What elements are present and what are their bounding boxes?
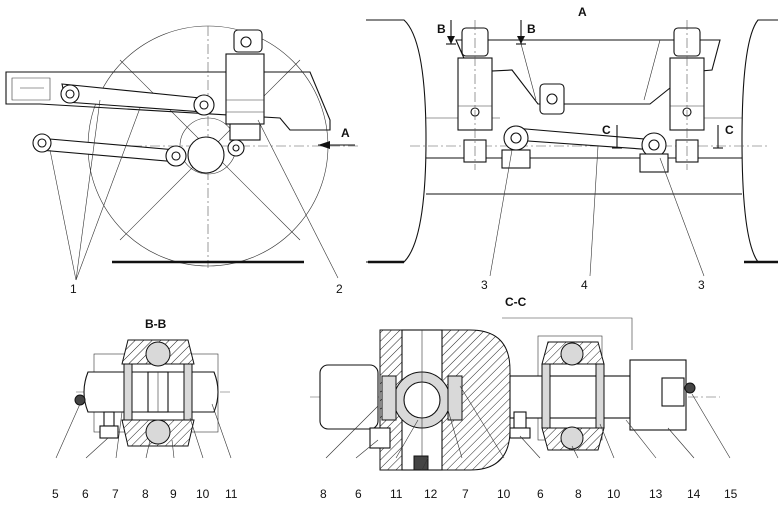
callout-cc-6a: 6	[355, 487, 362, 501]
callout-bb-11: 11	[225, 487, 238, 501]
callout-2: 2	[336, 282, 343, 296]
cc-bolt-left	[369, 427, 391, 449]
callout-cc-8b: 8	[575, 487, 582, 501]
cc-rod	[509, 375, 631, 419]
axle-beam	[426, 157, 742, 195]
left-wheel	[366, 19, 427, 263]
lower-link	[37, 137, 179, 163]
right-shock	[669, 20, 705, 170]
transverse-rod	[513, 127, 657, 151]
arrow-a-label: A	[341, 126, 350, 140]
upper-link	[61, 83, 205, 113]
shock-absorber	[225, 29, 265, 157]
right-wheel	[741, 19, 778, 263]
cc-bolt-right	[509, 427, 531, 439]
left-shock	[457, 20, 493, 170]
callout-cc-15: 15	[724, 487, 738, 501]
cut-b-right: B	[527, 22, 536, 36]
view-a: A	[366, 5, 778, 292]
callout-bb-5: 5	[52, 487, 59, 501]
view-a-title: A	[578, 5, 587, 19]
cut-c-right: C	[725, 123, 734, 137]
section-bb: B-B 5 6 7 8 9 10 11	[52, 317, 238, 501]
section-bb-title: B-B	[145, 317, 167, 331]
callout-cc-11: 11	[390, 487, 403, 501]
callout-bb-9: 9	[170, 487, 177, 501]
section-cc: C-C	[310, 295, 738, 501]
callout-cc-10a: 10	[497, 487, 511, 501]
callout-4: 4	[581, 278, 588, 292]
bb-bolt	[99, 425, 119, 439]
cc-nut	[413, 455, 429, 471]
cut-b-left: B	[437, 22, 446, 36]
side-view: A 1 2	[5, 25, 360, 296]
callout-cc-10b: 10	[607, 487, 621, 501]
callout-cc-6b: 6	[537, 487, 544, 501]
callout-cc-8a: 8	[320, 487, 327, 501]
callout-cc-13: 13	[649, 487, 663, 501]
callout-1: 1	[70, 282, 77, 296]
bb-grease-nipple	[74, 394, 86, 406]
callout-3-left: 3	[481, 278, 488, 292]
callout-cc-12: 12	[424, 487, 438, 501]
callout-bb-7: 7	[112, 487, 119, 501]
callout-cc-14: 14	[687, 487, 701, 501]
center-bracket	[539, 83, 565, 115]
frame-rail	[5, 71, 331, 131]
callout-bb-10: 10	[196, 487, 210, 501]
callout-bb-6: 6	[82, 487, 89, 501]
callout-cc-7: 7	[462, 487, 469, 501]
cc-stub	[319, 364, 379, 430]
cut-c-left: C	[602, 123, 611, 137]
callout-bb-8: 8	[142, 487, 149, 501]
callout-3-right: 3	[698, 278, 705, 292]
axle-housing	[187, 136, 225, 174]
cc-grease-nipple	[684, 382, 696, 394]
section-cc-title: C-C	[505, 295, 527, 309]
